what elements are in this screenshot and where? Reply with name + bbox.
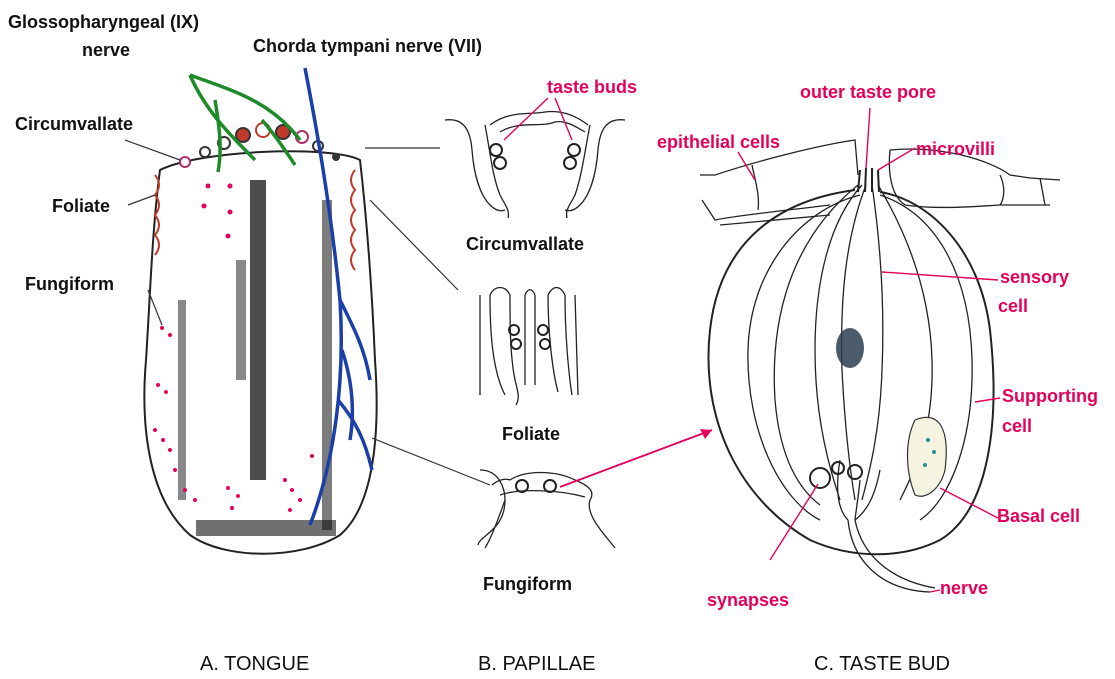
circumvallate-leader bbox=[125, 140, 180, 160]
circumvallate-papilla bbox=[445, 112, 625, 218]
sensory-cell-nucleus bbox=[836, 328, 864, 368]
taste-bud-outline bbox=[708, 190, 993, 554]
circumvallate-tongue-label: Circumvallate bbox=[15, 114, 133, 134]
sensory-cell-leader bbox=[882, 272, 998, 280]
fungiform-to-tastebud-arrow bbox=[560, 430, 712, 487]
circumvallate-papilla-label: Circumvallate bbox=[466, 234, 584, 254]
chorda-tympani-nerve bbox=[305, 68, 372, 525]
sensory-cell-label-line2: cell bbox=[998, 296, 1028, 316]
glossopharyngeal-label: Glossopharyngeal (IX) bbox=[8, 12, 199, 32]
foliate-papilla-label: Foliate bbox=[502, 424, 560, 444]
epithelial-cells bbox=[700, 140, 1060, 225]
basal-cell-label: Basal cell bbox=[997, 506, 1080, 526]
papillae-figure: taste buds Circumvallate Foliate bbox=[365, 77, 712, 675]
sensory-cell-label: sensory bbox=[1000, 267, 1069, 287]
synapses-leader bbox=[770, 484, 818, 560]
nerve-leader bbox=[930, 590, 940, 592]
microvilli-leader bbox=[878, 148, 915, 170]
basal-cell-leader bbox=[940, 488, 998, 518]
foliate-papilla bbox=[480, 288, 578, 406]
outer-taste-pore-label: outer taste pore bbox=[800, 82, 936, 102]
glossopharyngeal-label-line2: nerve bbox=[82, 40, 130, 60]
outer-taste-pore-leader bbox=[866, 108, 870, 168]
supporting-cell-label-line2: cell bbox=[1002, 416, 1032, 436]
tongue-caption: A. TONGUE bbox=[200, 653, 309, 675]
taste-bud-figure: outer taste pore epithelial cells microv… bbox=[657, 82, 1098, 675]
fungiform-papilla bbox=[478, 470, 615, 548]
taste-buds-leader-1 bbox=[504, 98, 548, 140]
connector-fungiform bbox=[372, 438, 490, 485]
connector-foliate bbox=[370, 200, 458, 290]
microvilli-marks bbox=[858, 168, 879, 192]
supporting-cell-label: Supporting bbox=[1002, 386, 1098, 406]
fungiform-papilla-label: Fungiform bbox=[483, 574, 572, 594]
taste-bud-caption: C. TASTE BUD bbox=[814, 653, 950, 675]
synapses-label: synapses bbox=[707, 590, 789, 610]
nerve-label: nerve bbox=[940, 578, 988, 598]
papillae-caption: B. PAPILLAE bbox=[478, 653, 595, 675]
foliate-tongue-label: Foliate bbox=[52, 196, 110, 216]
taste-buds-leader-2 bbox=[555, 98, 572, 140]
tongue-stipple bbox=[178, 180, 336, 536]
basal-cell bbox=[908, 417, 947, 496]
epithelial-cells-label: epithelial cells bbox=[657, 132, 780, 152]
taste-buds-label: taste buds bbox=[547, 77, 637, 97]
foliate-leader bbox=[128, 195, 155, 205]
chorda-tympani-label: Chorda tympani nerve (VII) bbox=[253, 36, 482, 56]
fungiform-papillae-marks bbox=[153, 184, 314, 513]
microvilli-label: microvilli bbox=[916, 139, 995, 159]
tongue-figure: Glossopharyngeal (IX) nerve Chorda tympa… bbox=[8, 12, 482, 675]
fungiform-leader bbox=[148, 290, 162, 325]
fungiform-tongue-label: Fungiform bbox=[25, 274, 114, 294]
supporting-cell-leader bbox=[975, 398, 1000, 402]
